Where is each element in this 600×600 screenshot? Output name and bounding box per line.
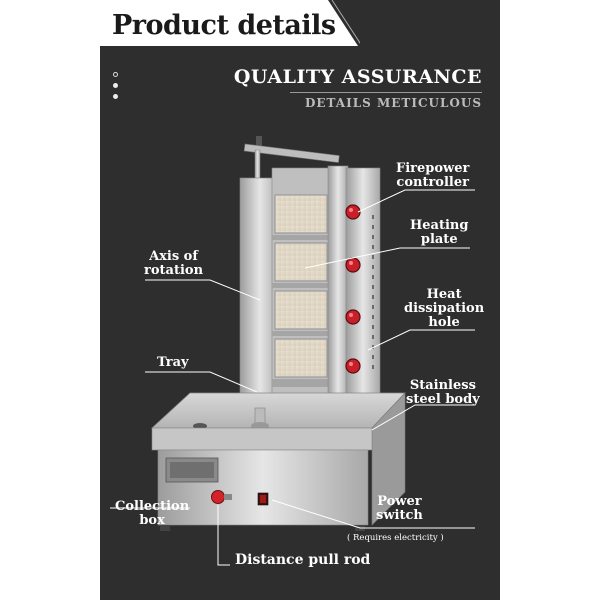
tray-surface	[150, 392, 406, 429]
body-side	[371, 392, 406, 526]
label-line: Power	[377, 494, 422, 509]
label-line: plate	[420, 232, 458, 247]
headline: QUALITY ASSURANCE	[233, 66, 482, 88]
headline-divider	[290, 92, 482, 93]
label-stainless-steel-body: Stainless steel body	[406, 379, 480, 407]
label-collection-box: Collection box	[115, 500, 189, 528]
label-power-switch: Power switch	[376, 495, 423, 523]
label-line: Collection	[115, 499, 190, 514]
label-line: Axis of	[149, 249, 198, 264]
label-firepower-controller: Firepower controller	[396, 162, 469, 190]
label-line: dissipation	[404, 301, 485, 316]
subheadline: DETAILS METICULOUS	[304, 96, 482, 110]
title-tab-shape	[100, 0, 360, 46]
heat-dissipation-holes	[372, 215, 374, 369]
label-line: box	[139, 513, 165, 528]
control-column	[327, 165, 349, 412]
label-tray: Tray	[157, 355, 189, 370]
label-line: switch	[376, 508, 423, 523]
tray-front-rim	[151, 427, 373, 451]
drain-hole	[193, 423, 207, 429]
label-heating-plate: Heating plate	[410, 219, 468, 247]
shawarma-machine-illustration	[110, 136, 475, 566]
dot-icon	[113, 94, 118, 99]
heating-plates	[272, 194, 332, 387]
page-title: Product details	[112, 10, 336, 41]
dot-icon	[113, 72, 118, 77]
label-line: Heat	[426, 287, 462, 302]
label-line: steel body	[406, 392, 480, 407]
label-heat-dissipation-hole: Heat dissipation hole	[404, 288, 484, 330]
label-line: rotation	[144, 263, 204, 278]
product-details-panel: Product details QUALITY ASSURANCE DETAIL…	[100, 0, 500, 600]
callout-lines	[110, 189, 475, 566]
distance-pull-rod-knob	[211, 490, 225, 504]
decorative-dots	[113, 72, 118, 105]
label-axis-of-rotation: Axis of rotation	[144, 250, 203, 278]
firepower-knobs	[345, 204, 361, 374]
label-line: controller	[396, 175, 469, 190]
label-distance-pull-rod: Distance pull rod	[235, 552, 371, 568]
label-power-switch-note: ( Requires electricity )	[347, 533, 444, 543]
label-line: Firepower	[396, 161, 470, 176]
label-line: hole	[428, 315, 460, 330]
dot-icon	[113, 83, 118, 88]
label-line: Stainless	[409, 378, 476, 393]
label-line: Heating	[410, 218, 469, 233]
